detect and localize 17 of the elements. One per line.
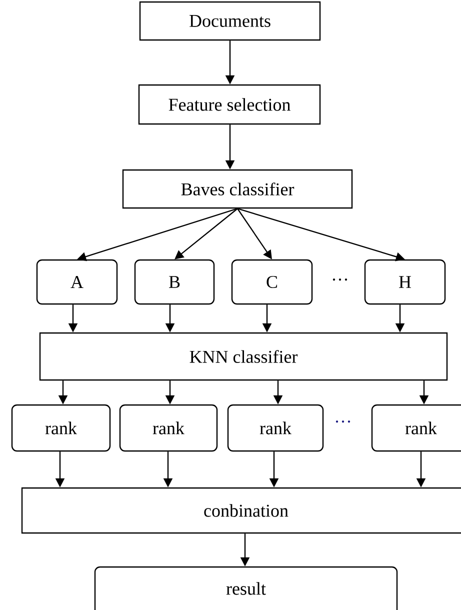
process-box: Feature selection [138, 84, 321, 125]
result-box: result [94, 566, 398, 610]
rank-box: rank [227, 404, 324, 452]
process-box: KNN classifier [39, 332, 448, 381]
process-box: Baves classifier [122, 169, 353, 209]
rank-box: rank [119, 404, 218, 452]
process-box: Documents [139, 1, 321, 41]
class-box: H [364, 259, 446, 305]
process-box: conbination [21, 487, 461, 534]
arrow [174, 208, 238, 260]
rank-box: rank [11, 404, 111, 452]
ellipsis: ··· [336, 420, 350, 423]
class-box: B [134, 259, 215, 305]
rank-box: rank [371, 404, 461, 452]
class-box: C [231, 259, 313, 305]
ellipsis: ··· [332, 278, 348, 281]
class-box: A [36, 259, 118, 305]
